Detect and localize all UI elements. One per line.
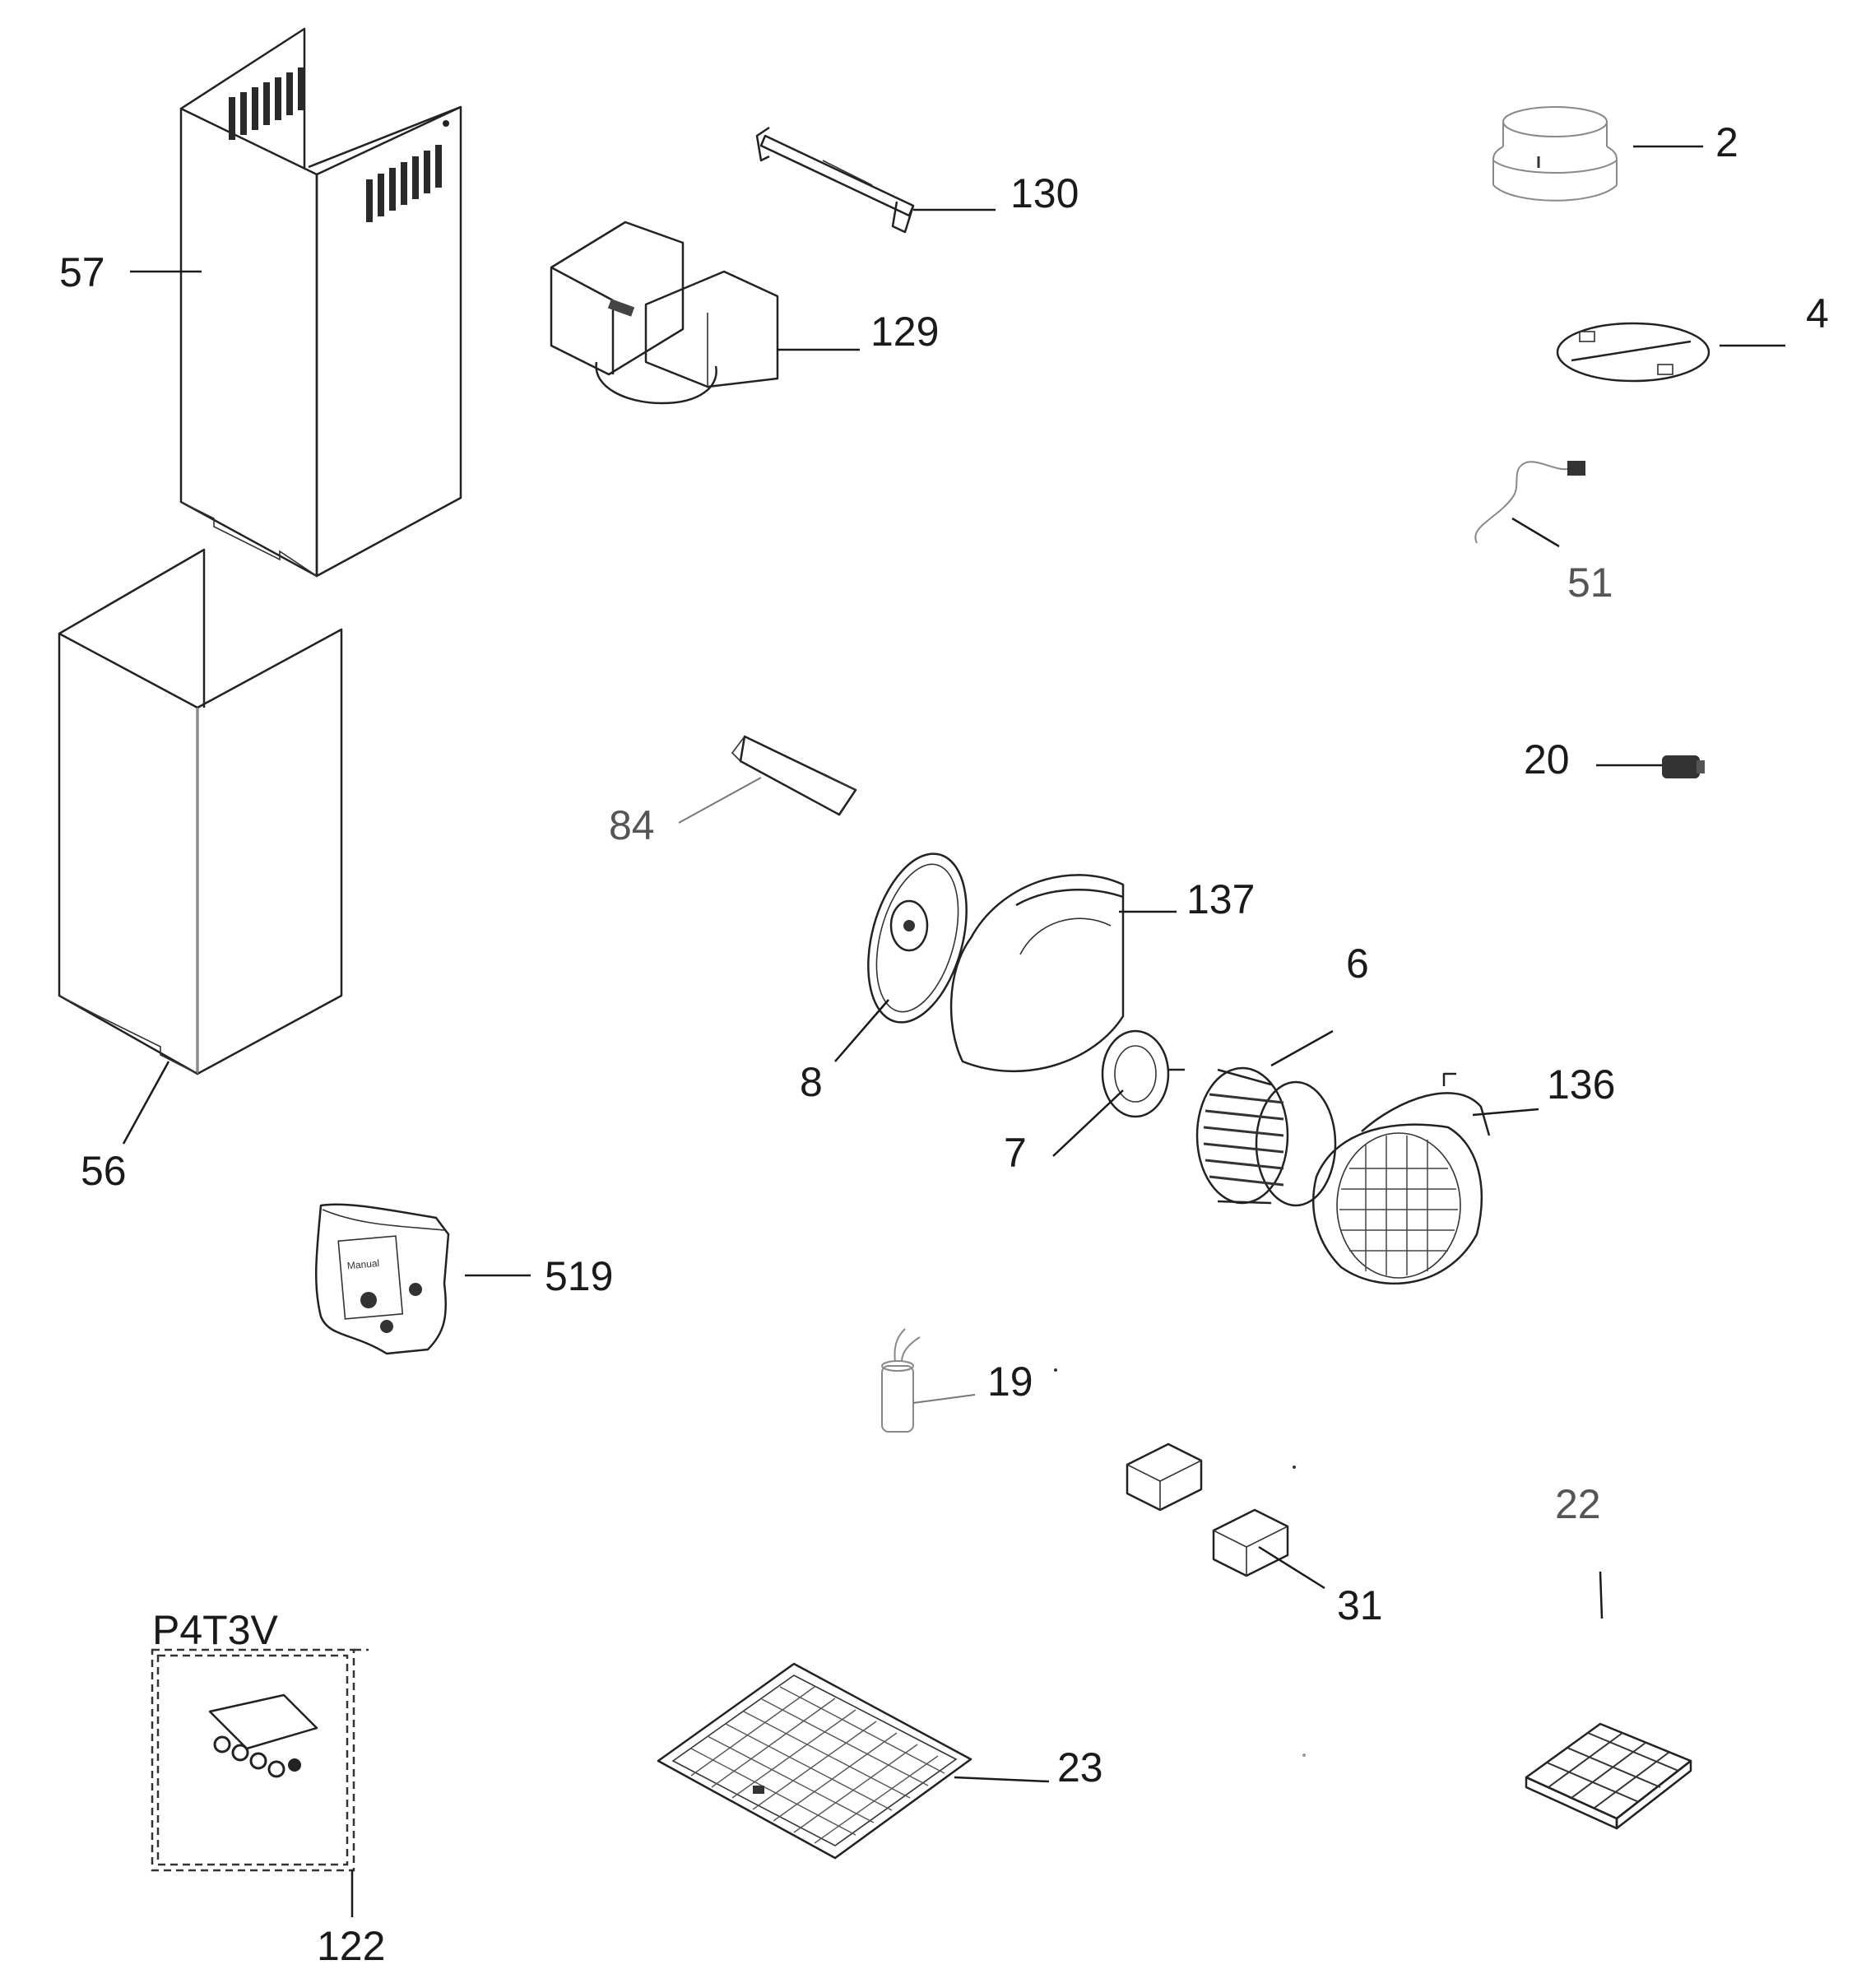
callout-4: 4 [1806,290,1829,337]
part-137-housing-half: 137 [949,874,1255,1073]
callout-22: 22 [1555,1481,1601,1527]
vent-slots-right [366,145,442,222]
part-22-charcoal-filter: 22 [1525,1481,1692,1830]
filter-mesh [690,1686,945,1844]
part-136-blower-housing: 136 [1312,1061,1615,1285]
part-56-lower-chimney: 56 [58,548,343,1194]
part-519-hardware-bag: Manual 519 [314,1203,613,1355]
callout-31: 31 [1337,1582,1383,1628]
callout-122: 122 [317,1923,385,1969]
part-57-upper-chimney: 57 [59,27,462,578]
part-130-bracket: 130 [755,126,1079,234]
part-51-wire-harness: 51 [1474,461,1613,606]
part-4-check-valve: 4 [1556,290,1829,383]
callout-8: 8 [800,1059,823,1105]
callout-20: 20 [1524,736,1570,783]
part-23-grease-filter: 23 [657,1662,1103,1860]
part-84-small-bracket: 84 [609,735,857,848]
callout-19: 19 [987,1359,1033,1405]
control-switch-assembly [208,1693,318,1778]
housing-grille [1339,1136,1458,1275]
wheel-blades [1203,1093,1284,1187]
callout-23: 23 [1057,1744,1103,1791]
callout-56: 56 [81,1148,127,1194]
callout-84: 84 [609,802,655,848]
callout-57: 57 [59,249,105,295]
callout-51: 51 [1567,560,1613,606]
part-6-blower-wheel: 6 [1195,941,1369,1207]
filter-cells [1546,1732,1679,1809]
callout-519: 519 [545,1253,613,1299]
part-7-motor: 7 [1004,1029,1185,1176]
part-122-control-board: P4T3V 122 [151,1607,385,1969]
part-8-motor-plate: 8 [800,852,968,1105]
callout-129: 129 [870,309,939,355]
part-19-capacitor: 19 [881,1328,1033,1433]
callout-2: 2 [1715,119,1738,165]
vent-slots-left [229,67,304,140]
part-31-junction-boxes: 31 [1126,1442,1383,1628]
callout-130: 130 [1010,170,1079,216]
callout-137: 137 [1186,876,1255,922]
bag-manual-text: Manual [346,1257,379,1271]
group-label-p4t3v: P4T3V [152,1607,279,1653]
part-129-duct-adaptor: 129 [550,221,939,405]
callout-7: 7 [1004,1130,1027,1176]
callout-6: 6 [1346,941,1369,987]
part-2-duct-collar: 2 [1492,106,1738,202]
part-20-connector: 20 [1524,736,1705,783]
callout-136: 136 [1547,1061,1615,1108]
